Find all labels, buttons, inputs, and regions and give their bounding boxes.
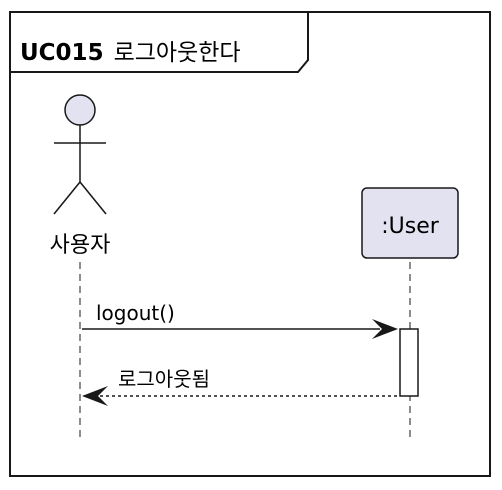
- participant-user-label: :User: [381, 214, 440, 239]
- actor-user-icon: [53, 94, 107, 215]
- message-return-arrowhead: [82, 386, 108, 406]
- activation-bar: [399, 328, 419, 397]
- participant-user-box: [361, 187, 459, 259]
- message-return-label: 로그아웃됨: [118, 367, 210, 391]
- message-logout-label: logout(): [96, 301, 175, 325]
- actor-label: 사용자: [50, 233, 111, 258]
- frame-title-text: 로그아웃한다: [114, 40, 241, 66]
- message-logout-arrowhead: [372, 319, 398, 339]
- frame-title-id: UC015: [20, 40, 104, 66]
- frame-title-tab: [9, 11, 309, 73]
- frame-title: UC015 로그아웃한다: [20, 40, 241, 66]
